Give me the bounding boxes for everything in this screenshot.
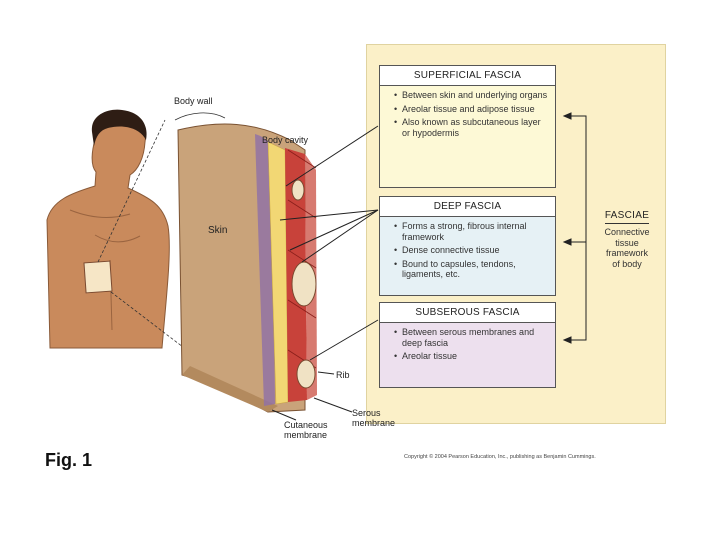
rib (291, 261, 317, 307)
deep-fascia-item: Forms a strong, fibrous internal framewo… (394, 221, 549, 242)
subserous-fascia-box: SUBSEROUS FASCIA Between serous membrane… (379, 302, 556, 388)
deep-fascia-item: Dense connective tissue (394, 245, 549, 256)
body-wall-section (174, 112, 317, 413)
deep-fascia-title: DEEP FASCIA (380, 197, 555, 217)
deep-fascia-box: DEEP FASCIA Forms a strong, fibrous inte… (379, 196, 556, 296)
fasciae-description: Connective tissue framework of body (604, 227, 650, 269)
fasciae-summary: FASCIAE Connective tissue framework of b… (587, 205, 667, 269)
superficial-fascia-title: SUPERFICIAL FASCIA (380, 66, 555, 86)
superficial-fascia-item: Between skin and underlying organs (394, 90, 549, 101)
superficial-fascia-item: Also known as subcutaneous layer or hypo… (394, 117, 549, 138)
serous-membrane-label: Serous membrane (352, 408, 396, 428)
subserous-fascia-item: Between serous membranes and deep fascia (394, 327, 549, 348)
rib-label: Rib (336, 370, 350, 380)
leader-lines (271, 125, 379, 421)
body-cavity-label: Body cavity (262, 135, 309, 145)
superficial-fascia-item: Areolar tissue and adipose tissue (394, 104, 549, 115)
body-wall-label: Body wall (174, 96, 213, 106)
guide-lines (97, 119, 269, 413)
cutaneous-membrane-label: Cutaneous membrane (284, 420, 328, 440)
skin-label: Skin (208, 225, 228, 236)
human-figure (46, 109, 170, 349)
deep-fascia-item: Bound to capsules, tendons, ligaments, e… (394, 259, 549, 280)
skin-patch (83, 260, 113, 294)
figure-label: Fig. 1 (45, 450, 93, 470)
fasciae-bracket (562, 112, 587, 344)
superficial-fascia-box: SUPERFICIAL FASCIA Between skin and unde… (379, 65, 556, 188)
fasciae-title: FASCIAE (604, 210, 650, 224)
subserous-fascia-item: Areolar tissue (394, 351, 549, 362)
subserous-fascia-title: SUBSEROUS FASCIA (380, 303, 555, 323)
copyright-text: Copyright © 2004 Pearson Education, Inc.… (404, 454, 596, 460)
